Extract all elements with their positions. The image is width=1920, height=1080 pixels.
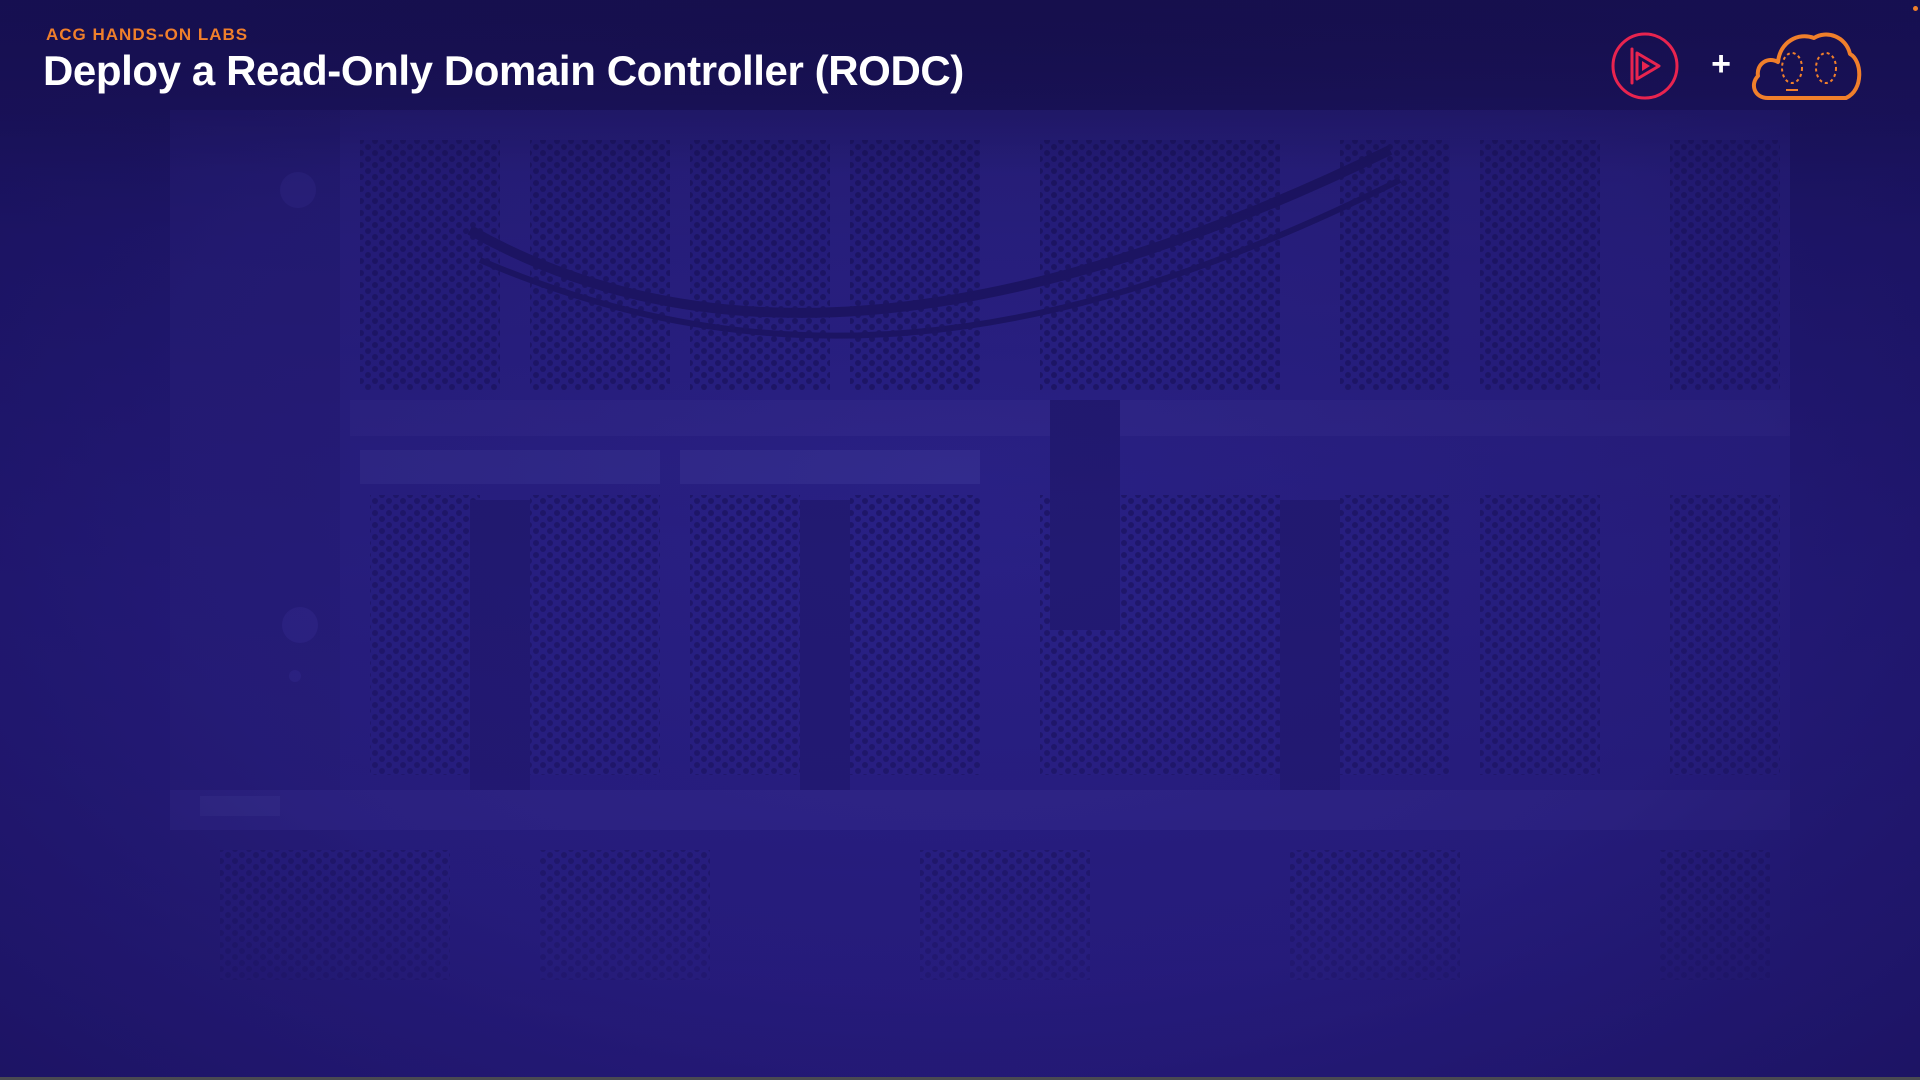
slide-title: Deploy a Read-Only Domain Controller (RO… [43,47,964,94]
pluralsight-play-icon [1611,32,1679,100]
corner-marker [1913,6,1918,11]
partner-logos: + [1610,28,1880,104]
bottom-edge-bar [0,1077,1920,1080]
eyebrow-label: ACG HANDS-ON LABS [46,25,249,44]
plus-sign: + [1711,45,1731,83]
acloudguru-cloud-icon [1751,32,1862,100]
